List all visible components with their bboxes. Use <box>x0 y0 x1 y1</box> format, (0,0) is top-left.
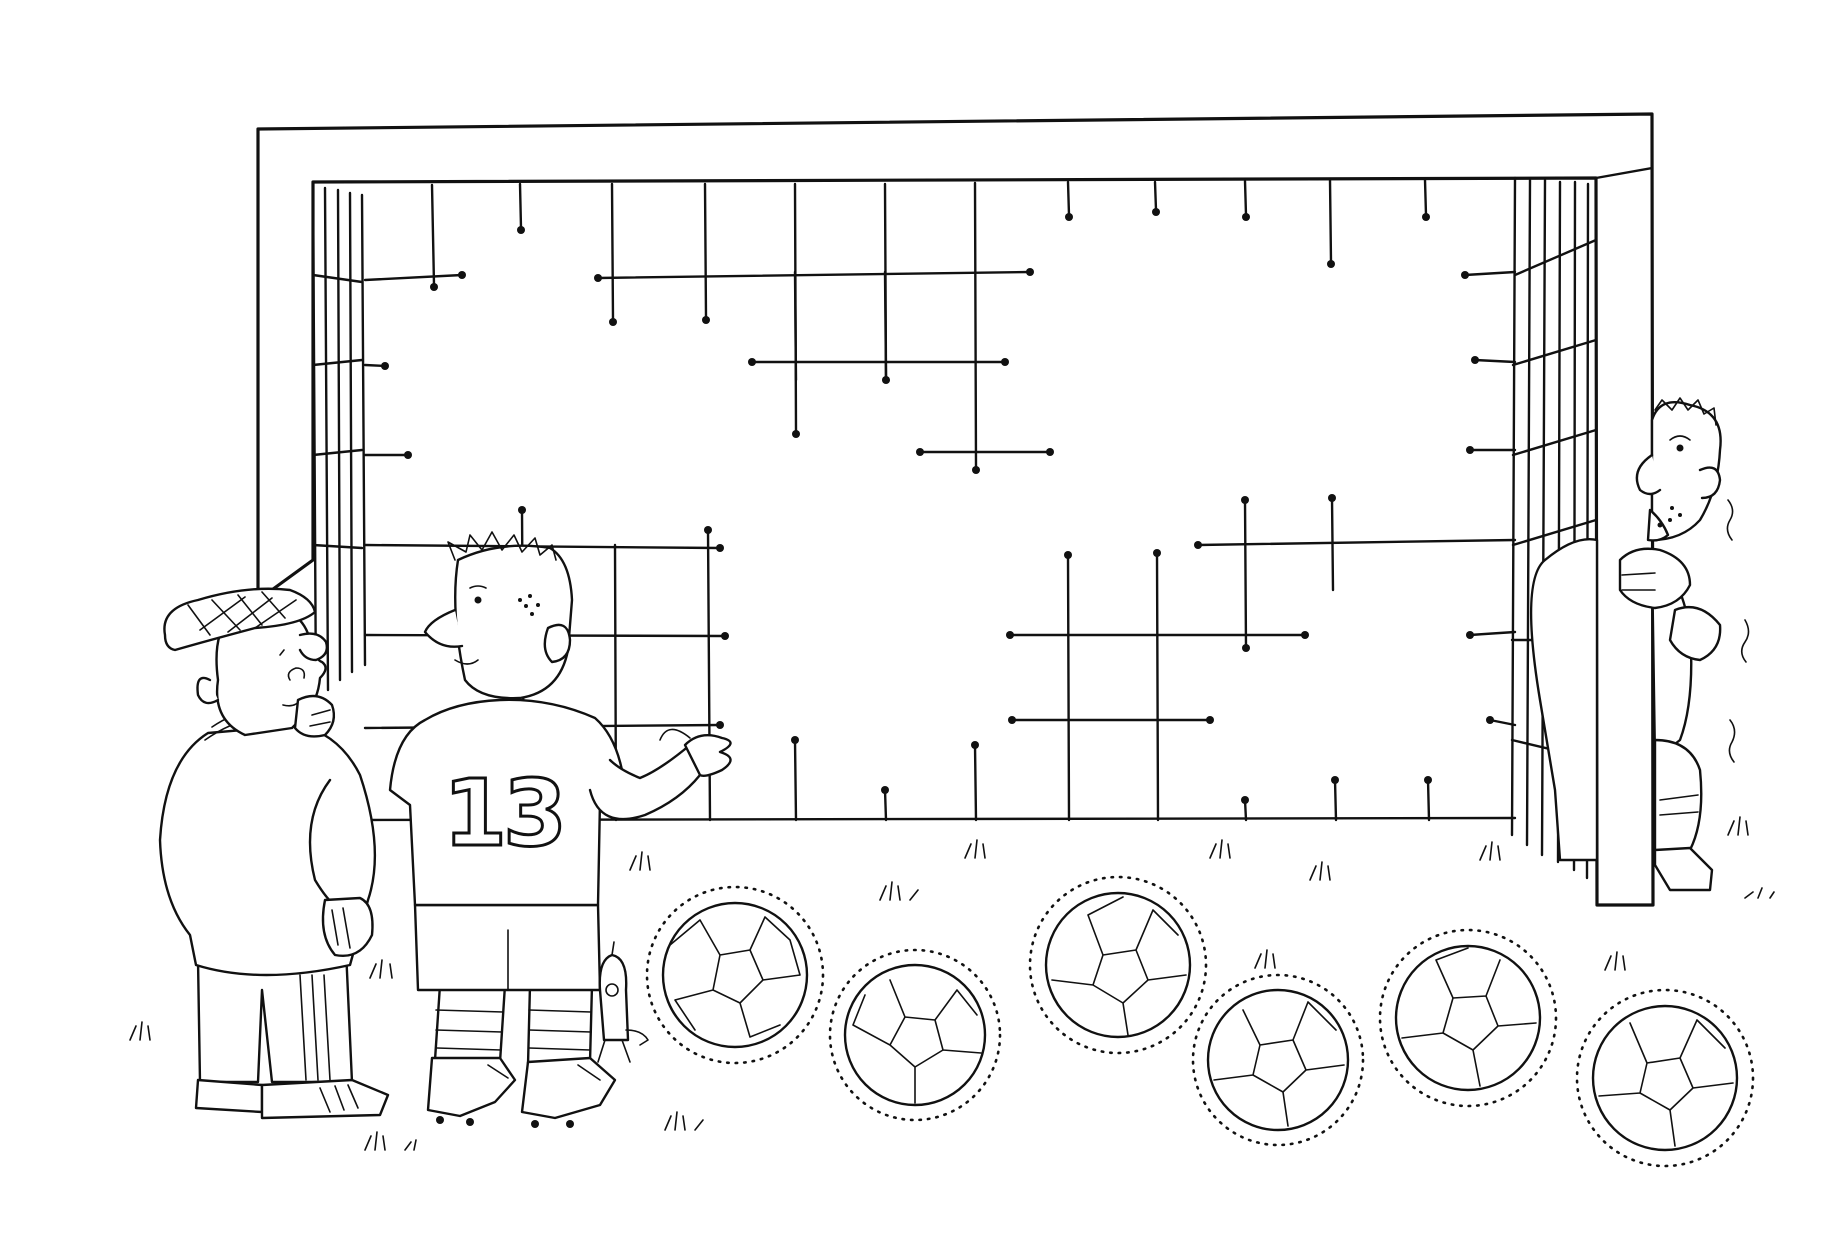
soccer-ball-1 <box>645 885 825 1065</box>
goal-net-left-side <box>311 180 367 702</box>
coach-character <box>158 587 390 1120</box>
goal-net-torn <box>363 178 1517 822</box>
goalkeeper-character <box>1529 397 1750 892</box>
jersey-number: 13 <box>443 760 563 867</box>
grass-tufts <box>129 816 1775 1151</box>
soccer-ball-4 <box>1191 973 1365 1147</box>
soccer-ball-6 <box>1575 988 1755 1168</box>
soccer-ball-5 <box>1378 928 1558 1108</box>
goal-frame <box>256 112 1655 907</box>
small-creature <box>597 941 649 1063</box>
soccer-ball-2 <box>828 948 1002 1122</box>
soccer-ball-3 <box>1028 875 1208 1055</box>
player-13-character: 13 <box>388 531 732 1128</box>
soccer-balls <box>645 875 1755 1168</box>
